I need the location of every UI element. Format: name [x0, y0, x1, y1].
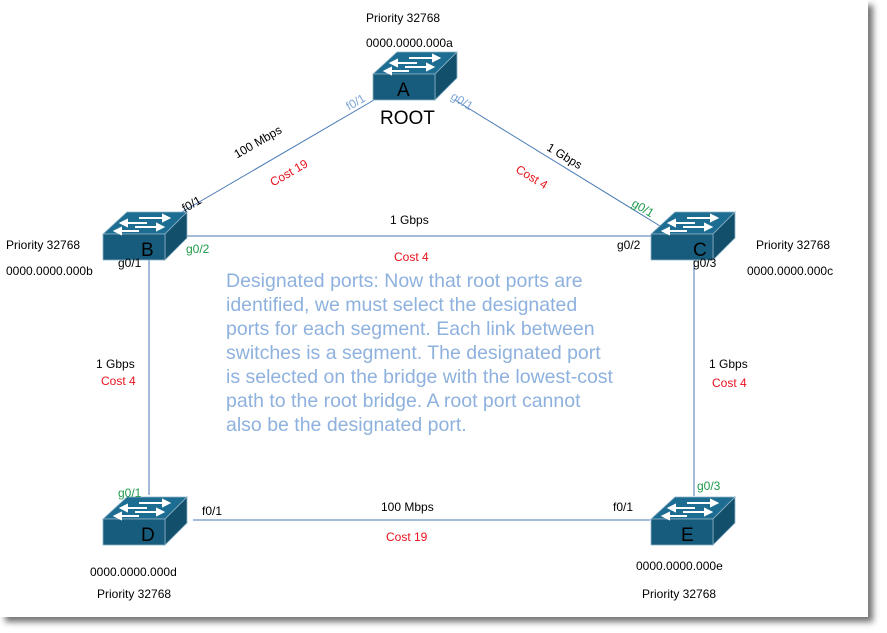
link-a-b — [181, 99, 375, 213]
link-d-e-speed: 100 Mbps — [381, 500, 434, 514]
port-d-f0-1: f0/1 — [202, 504, 223, 518]
root-bridge-label: ROOT — [380, 108, 435, 129]
switch-e-mac: 0000.0000.000e — [636, 559, 723, 573]
switch-e-priority: Priority 32768 — [642, 587, 717, 601]
switch-c-mac: 0000.0000.000c — [747, 264, 834, 278]
port-b-g0-2: g0/2 — [186, 242, 210, 256]
switch-d-letter: D — [141, 525, 155, 546]
link-b-d-speed: 1 Gbps — [96, 357, 135, 371]
link-c-e-cost: Cost 4 — [712, 376, 747, 390]
switch-c-letter: C — [693, 240, 707, 261]
link-b-d-cost: Cost 4 — [101, 374, 136, 388]
link-b-c-cost: Cost 4 — [394, 250, 429, 264]
designated-ports-note: Designated ports: Now that root ports ar… — [226, 270, 613, 436]
port-d-g0-1: g0/1 — [118, 486, 142, 500]
switch-a[interactable]: A — [372, 51, 458, 101]
switch-a-letter: A — [397, 80, 410, 101]
port-b-g0-1: g0/1 — [118, 256, 142, 270]
port-e-g0-3: g0/3 — [697, 479, 721, 493]
switch-d[interactable]: D — [102, 496, 188, 546]
switch-c-priority: Priority 32768 — [756, 238, 831, 252]
port-e-f0-1: f0/1 — [613, 500, 634, 514]
link-d-e-cost: Cost 19 — [386, 530, 428, 544]
switch-e[interactable]: E — [650, 496, 736, 546]
link-a-c — [454, 99, 661, 227]
switch-d-priority: Priority 32768 — [97, 587, 172, 601]
link-b-c-speed: 1 Gbps — [390, 213, 429, 227]
switch-b-letter: B — [141, 240, 154, 261]
link-c-e-speed: 1 Gbps — [709, 357, 748, 371]
switch-e-letter: E — [681, 525, 694, 546]
switch-a-priority: Priority 32768 — [366, 11, 441, 25]
switch-b-priority: Priority 32768 — [6, 238, 81, 252]
switch-a-mac: 0000.0000.000a — [366, 36, 453, 50]
switch-b[interactable]: B — [102, 211, 188, 261]
port-c-g0-2: g0/2 — [617, 238, 641, 252]
switch-c[interactable]: C — [650, 211, 736, 261]
switch-b-mac: 0000.0000.000b — [6, 264, 93, 278]
port-c-g0-3: g0/3 — [693, 256, 717, 270]
switch-d-mac: 0000.0000.000d — [90, 565, 177, 579]
